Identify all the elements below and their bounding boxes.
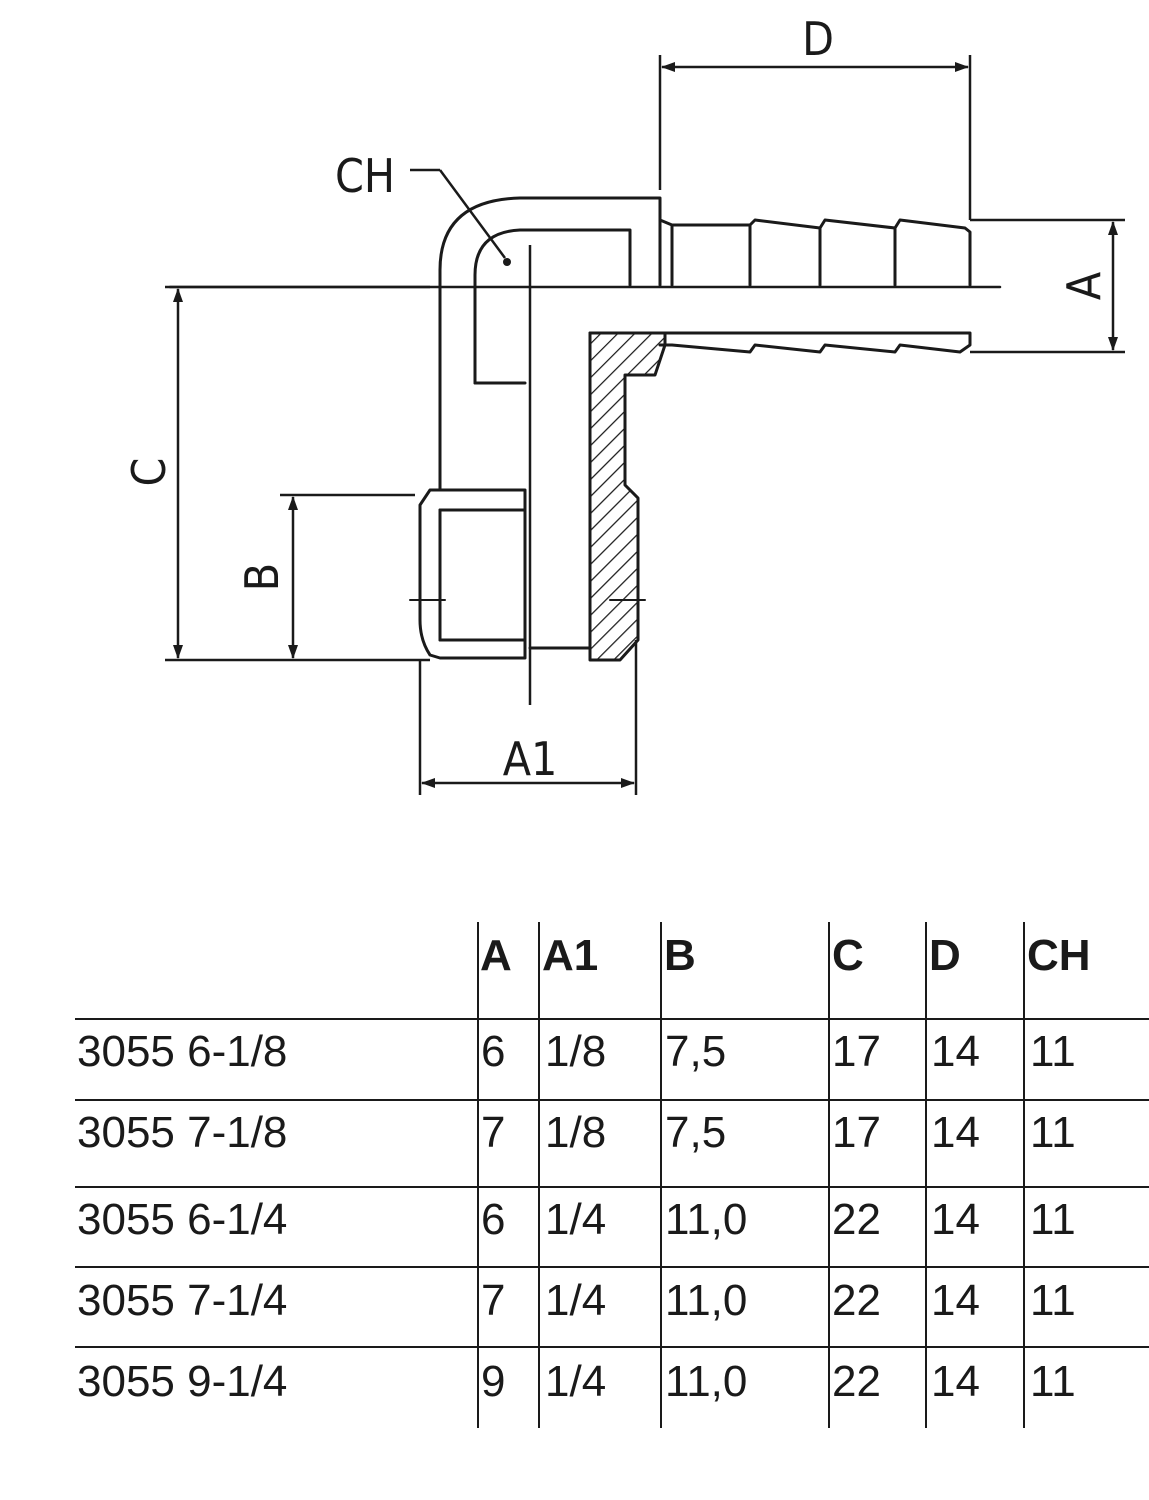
row-code: 3055 7-1/8 xyxy=(77,1108,287,1157)
cell-a: 9 xyxy=(481,1357,505,1406)
col-header-c: C xyxy=(832,931,864,980)
row-code: 3055 7-1/4 xyxy=(77,1276,287,1325)
label-ch: CH xyxy=(335,149,395,203)
cell-ch: 11 xyxy=(1030,1195,1076,1244)
table-grid xyxy=(75,922,1149,1428)
row-code: 3055 6-1/4 xyxy=(77,1195,287,1244)
cell-c: 22 xyxy=(832,1195,881,1244)
cell-d: 14 xyxy=(931,1276,980,1325)
col-header-ch: CH xyxy=(1027,931,1091,980)
cell-d: 14 xyxy=(931,1027,980,1076)
cell-a1: 1/4 xyxy=(545,1357,606,1406)
cell-d: 14 xyxy=(931,1108,980,1157)
cell-ch: 11 xyxy=(1030,1357,1076,1406)
col-header-d: D xyxy=(929,931,961,980)
table-row: 3055 7-1/4 7 1/4 11,0 22 14 11 xyxy=(77,1276,1076,1325)
cell-a1: 1/8 xyxy=(545,1027,606,1076)
cell-b: 7,5 xyxy=(665,1027,726,1076)
row-code: 3055 6-1/8 xyxy=(77,1027,287,1076)
cell-ch: 11 xyxy=(1030,1027,1076,1076)
hatched-section xyxy=(588,331,667,662)
cell-c: 17 xyxy=(832,1108,881,1157)
cell-b: 11,0 xyxy=(665,1195,747,1244)
label-a1: A1 xyxy=(503,732,558,786)
dimension-table: A A1 B C D CH 3055 6-1/8 6 1/8 7,5 17 14… xyxy=(75,922,1149,1428)
label-b: B xyxy=(235,563,289,591)
cell-a1: 1/4 xyxy=(545,1276,606,1325)
col-header-a1: A1 xyxy=(542,931,598,980)
hose-barb-lower xyxy=(588,331,972,354)
table-row: 3055 6-1/4 6 1/4 11,0 22 14 11 xyxy=(77,1195,1076,1244)
hose-barb-upper xyxy=(658,218,972,287)
cell-ch: 11 xyxy=(1030,1108,1076,1157)
col-header-b: B xyxy=(664,931,696,980)
label-a: A xyxy=(1057,272,1111,300)
table-row: 3055 6-1/8 6 1/8 7,5 17 14 11 xyxy=(77,1027,1076,1076)
label-d: D xyxy=(802,12,834,66)
elbow-outer-outline xyxy=(438,196,662,492)
cell-c: 22 xyxy=(832,1357,881,1406)
cell-c: 22 xyxy=(832,1276,881,1325)
male-thread-body xyxy=(418,488,527,660)
ch-leader xyxy=(438,169,507,259)
elbow-inner-bore xyxy=(473,228,632,385)
cell-a1: 1/4 xyxy=(545,1195,606,1244)
cell-a: 7 xyxy=(481,1276,505,1325)
cell-c: 17 xyxy=(832,1027,881,1076)
cell-a1: 1/8 xyxy=(545,1108,606,1157)
table-row: 3055 7-1/8 7 1/8 7,5 17 14 11 xyxy=(77,1108,1076,1157)
cell-b: 7,5 xyxy=(665,1108,726,1157)
cell-b: 11,0 xyxy=(665,1357,747,1406)
label-c: C xyxy=(122,458,176,487)
col-header-a: A xyxy=(480,931,512,980)
row-code: 3055 9-1/4 xyxy=(77,1357,287,1406)
cell-a: 6 xyxy=(481,1195,505,1244)
cell-d: 14 xyxy=(931,1357,980,1406)
table-row: 3055 9-1/4 9 1/4 11,0 22 14 11 xyxy=(77,1357,1076,1406)
cell-a: 7 xyxy=(481,1108,505,1157)
cell-a: 6 xyxy=(481,1027,505,1076)
cell-ch: 11 xyxy=(1030,1276,1076,1325)
cell-b: 11,0 xyxy=(665,1276,747,1325)
cell-d: 14 xyxy=(931,1195,980,1244)
